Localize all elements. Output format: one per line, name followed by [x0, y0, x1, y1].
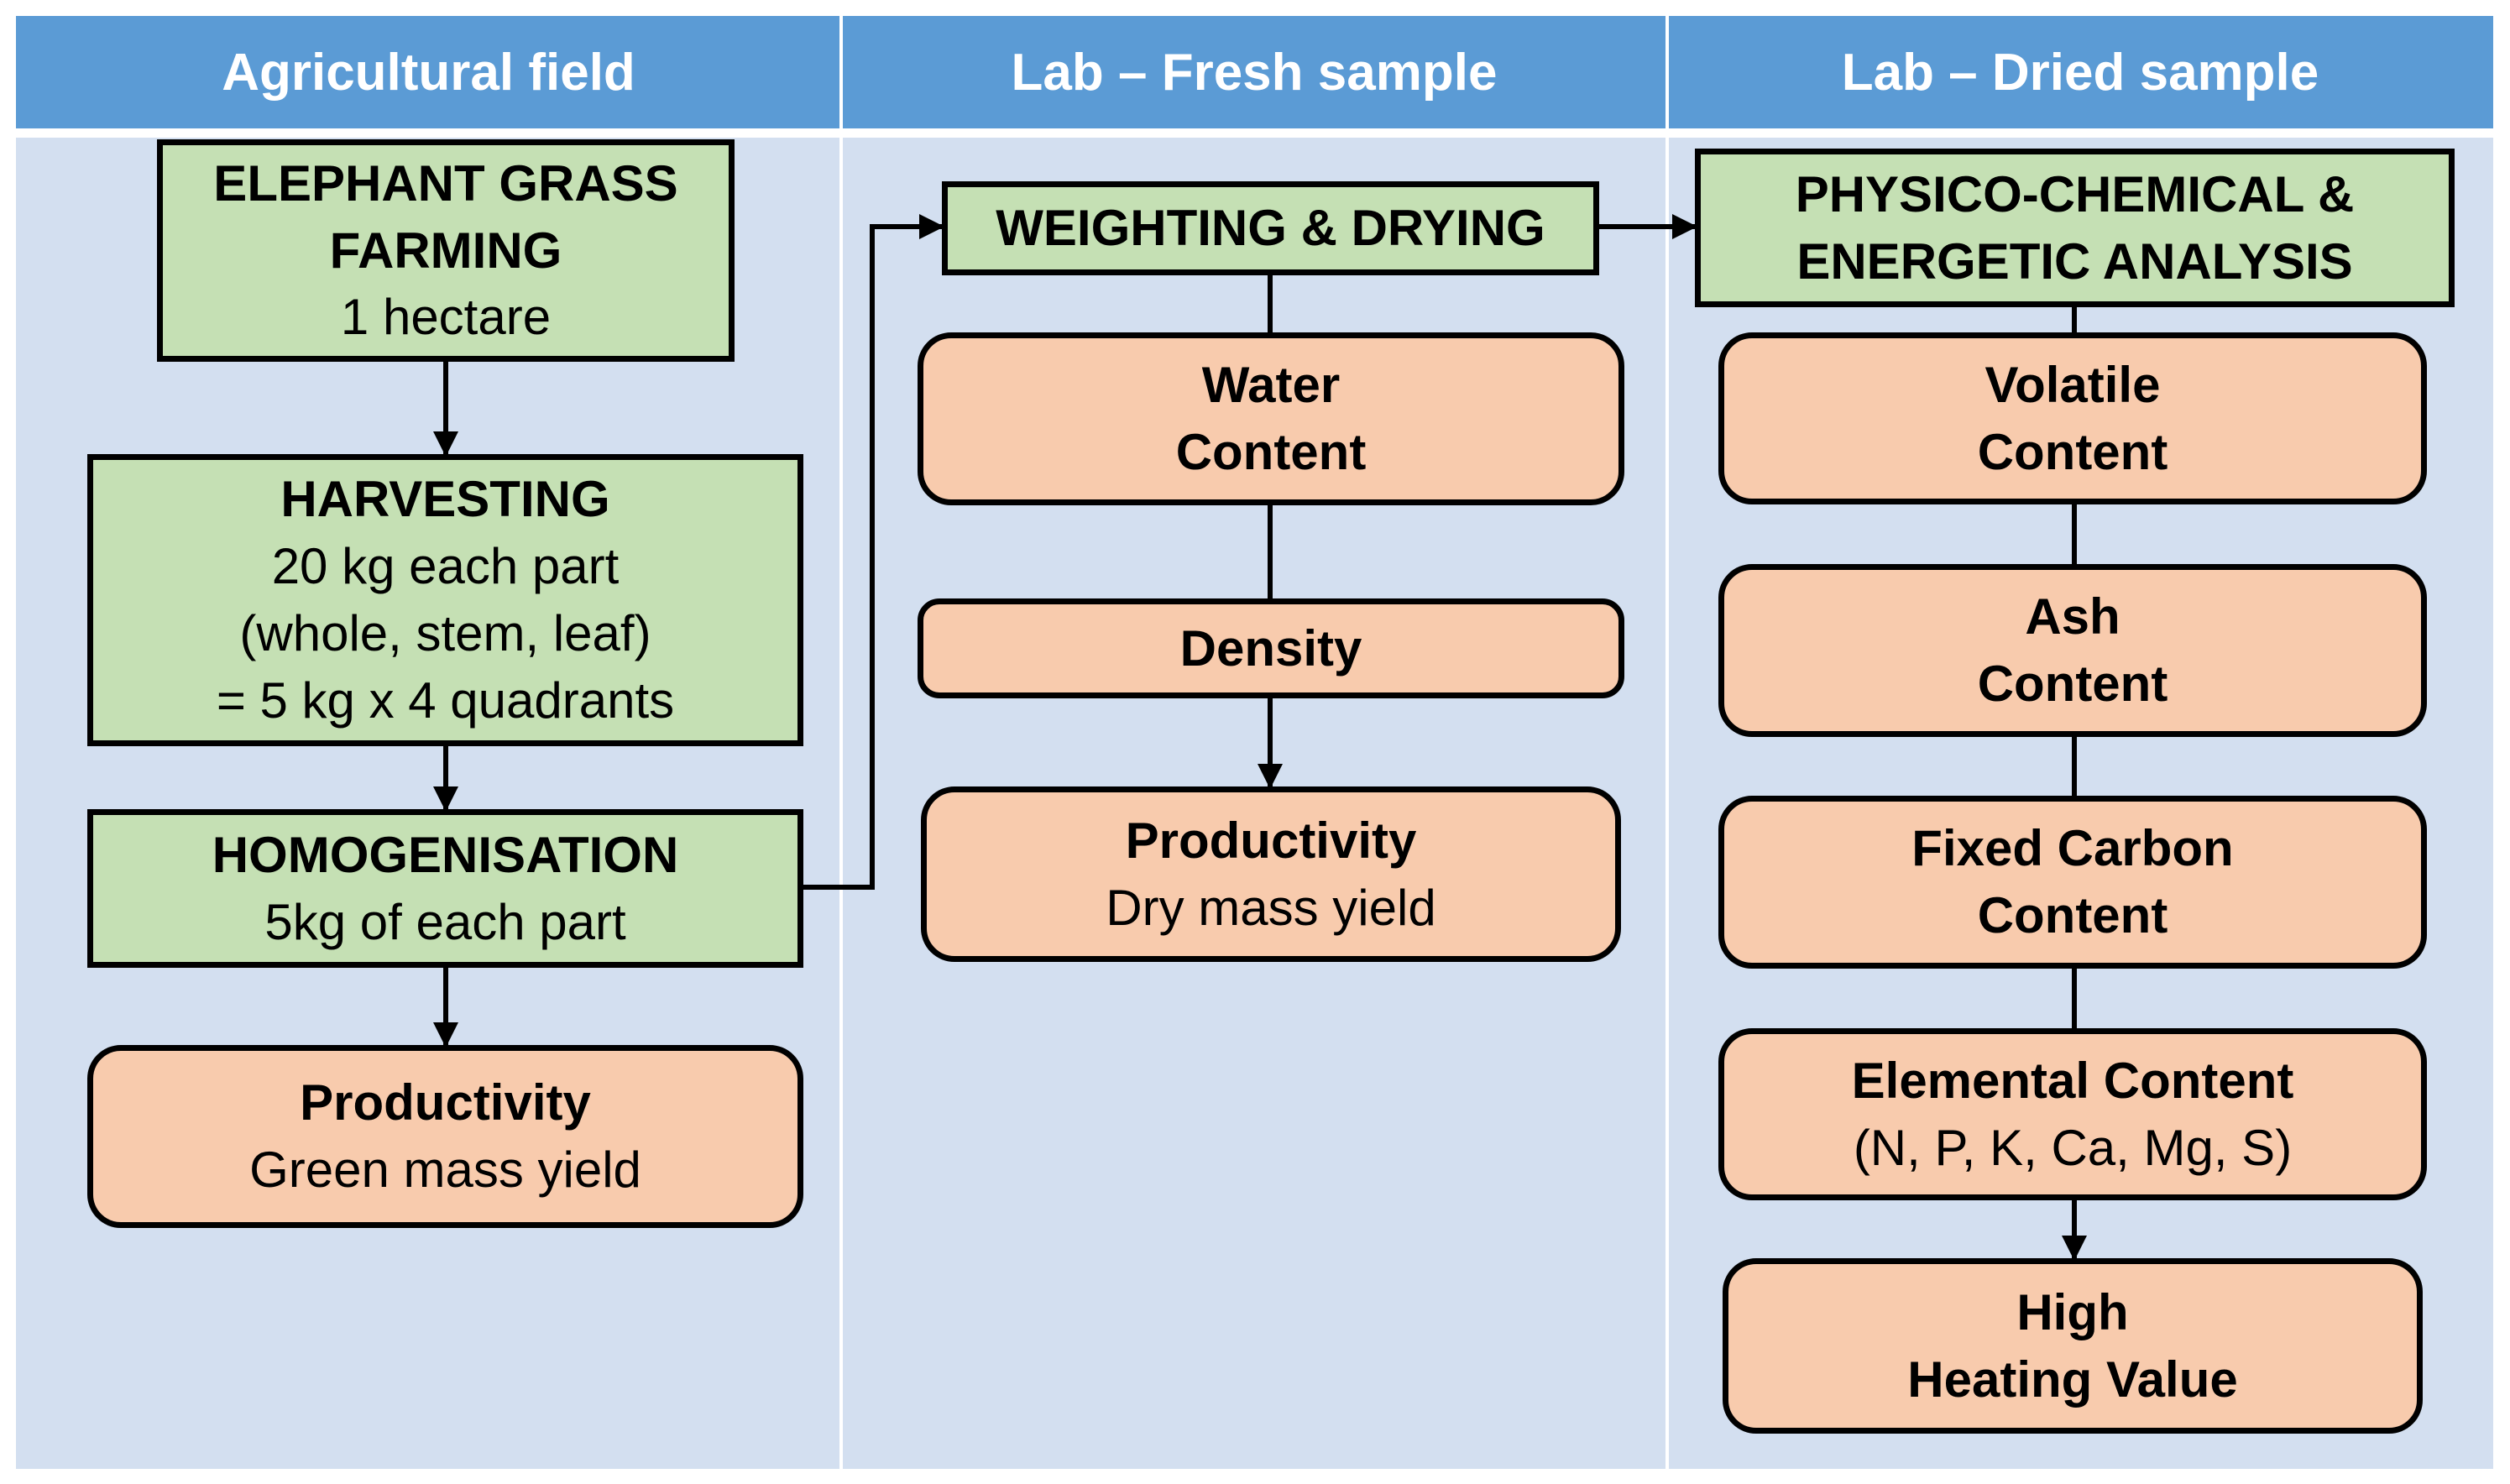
farming-box: ELEPHANT GRASS FARMING 1 hectare	[157, 139, 735, 362]
volatile-content-box: Volatile Content	[1718, 332, 2427, 504]
dry-productivity-box: Productivity Dry mass yield	[921, 786, 1621, 962]
dry-productivity-detail: Dry mass yield	[1106, 879, 1436, 936]
volatile-content-line2: Content	[1977, 423, 2168, 480]
weighting-drying-box: WEIGHTING & DRYING	[942, 181, 1599, 275]
heating-value-line2: Heating Value	[1907, 1351, 2238, 1408]
heating-value-line1: High	[2016, 1283, 2129, 1340]
ash-content-box: Ash Content	[1718, 564, 2427, 737]
green-productivity-box: Productivity Green mass yield	[87, 1045, 803, 1228]
harvesting-detail-3: = 5 kg x 4 quadrants	[216, 671, 675, 729]
column-divider	[839, 16, 843, 1469]
dry-productivity-title: Productivity	[1125, 812, 1417, 869]
analysis-title-line2: ENERGETIC ANALYSIS	[1796, 233, 2353, 290]
fixed-carbon-box: Fixed Carbon Content	[1718, 796, 2427, 969]
water-content-box: Water Content	[918, 332, 1624, 505]
homogenisation-title: HOMOGENISATION	[212, 826, 679, 883]
field-column-header: Agricultural field	[16, 16, 841, 128]
water-content-line2: Content	[1175, 424, 1367, 480]
density-box: Density	[918, 598, 1624, 698]
elemental-content-box: Elemental Content (N, P, K, Ca, Mg, S)	[1718, 1028, 2427, 1200]
harvesting-box: HARVESTING 20 kg each part (whole, stem,…	[87, 454, 803, 746]
ash-content-line2: Content	[1977, 656, 2168, 712]
fixed-carbon-line2: Content	[1977, 887, 2168, 943]
fixed-carbon-line1: Fixed Carbon	[1911, 820, 2234, 877]
analysis-title-line1: PHYSICO-CHEMICAL &	[1795, 165, 2355, 222]
water-content-line1: Water	[1201, 357, 1341, 414]
dried-column-header: Lab – Dried sample	[1667, 16, 2493, 128]
harvesting-detail-1: 20 kg each part	[271, 538, 620, 595]
homogenisation-detail: 5kg of each part	[264, 893, 626, 950]
farming-area: 1 hectare	[340, 289, 552, 346]
elemental-content-detail: (N, P, K, Ca, Mg, S)	[1853, 1119, 2293, 1176]
elemental-content-title: Elemental Content	[1851, 1052, 2294, 1109]
farming-title-line1: ELEPHANT GRASS	[213, 154, 678, 212]
ash-content-line1: Ash	[2025, 588, 2120, 645]
farming-title-line2: FARMING	[329, 222, 562, 279]
green-productivity-detail: Green mass yield	[249, 1142, 641, 1198]
volatile-content-line1: Volatile	[1984, 356, 2161, 413]
homogenisation-box: HOMOGENISATION 5kg of each part	[87, 809, 803, 968]
fresh-column-header: Lab – Fresh sample	[841, 16, 1667, 128]
heating-value-box: High Heating Value	[1723, 1258, 2423, 1434]
column-divider	[1665, 16, 1669, 1469]
harvesting-detail-2: (whole, stem, leaf)	[239, 605, 651, 661]
harvesting-title: HARVESTING	[280, 471, 610, 528]
green-productivity-title: Productivity	[300, 1074, 591, 1131]
analysis-box: PHYSICO-CHEMICAL & ENERGETIC ANALYSIS	[1695, 149, 2455, 307]
